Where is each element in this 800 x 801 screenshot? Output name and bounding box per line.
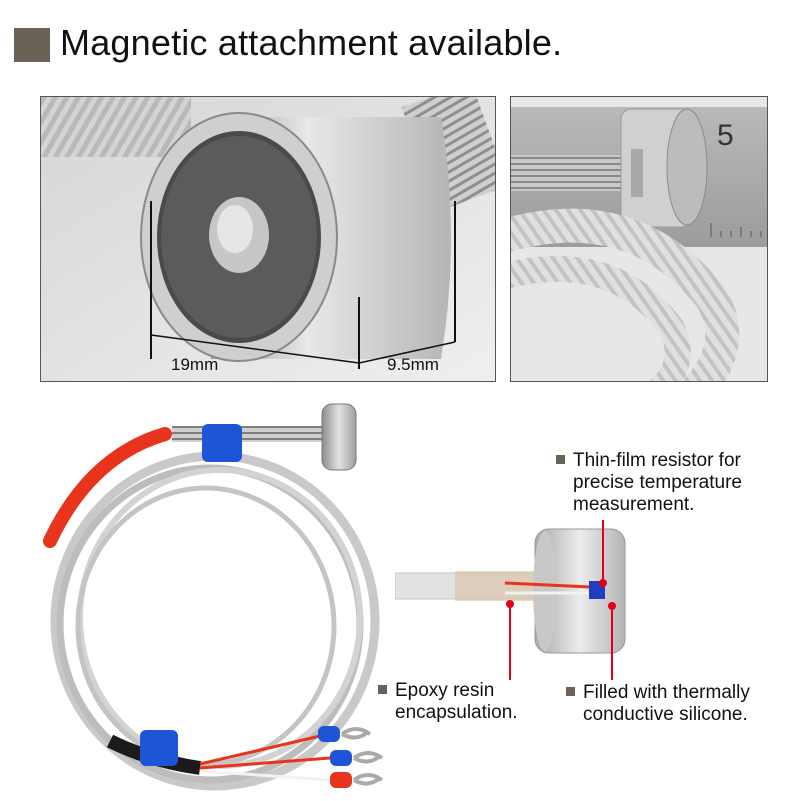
cutaway-diagram bbox=[394, 515, 655, 655]
callout-silicone: Filled with thermally conductive silicon… bbox=[566, 682, 750, 726]
title-bullet-square bbox=[14, 28, 50, 62]
page-title: Magnetic attachment available. bbox=[60, 22, 563, 63]
magnet-closeup-photo: 19mm 9.5mm bbox=[40, 96, 496, 382]
sensor-cable-photo bbox=[30, 396, 390, 796]
diameter-label: 19mm bbox=[171, 355, 219, 374]
bullet-square-icon bbox=[378, 685, 387, 694]
callout-thin-film: Thin-film resistor for precise temperatu… bbox=[556, 450, 742, 516]
bullet-square-icon bbox=[556, 455, 565, 464]
magnet-ruler-photo: 5 bbox=[510, 96, 768, 382]
ruler-digit: 5 bbox=[717, 119, 734, 152]
bullet-square-icon bbox=[566, 687, 575, 696]
height-label: 9.5mm bbox=[387, 355, 439, 374]
callout-epoxy: Epoxy resin encapsulation. bbox=[378, 680, 518, 724]
